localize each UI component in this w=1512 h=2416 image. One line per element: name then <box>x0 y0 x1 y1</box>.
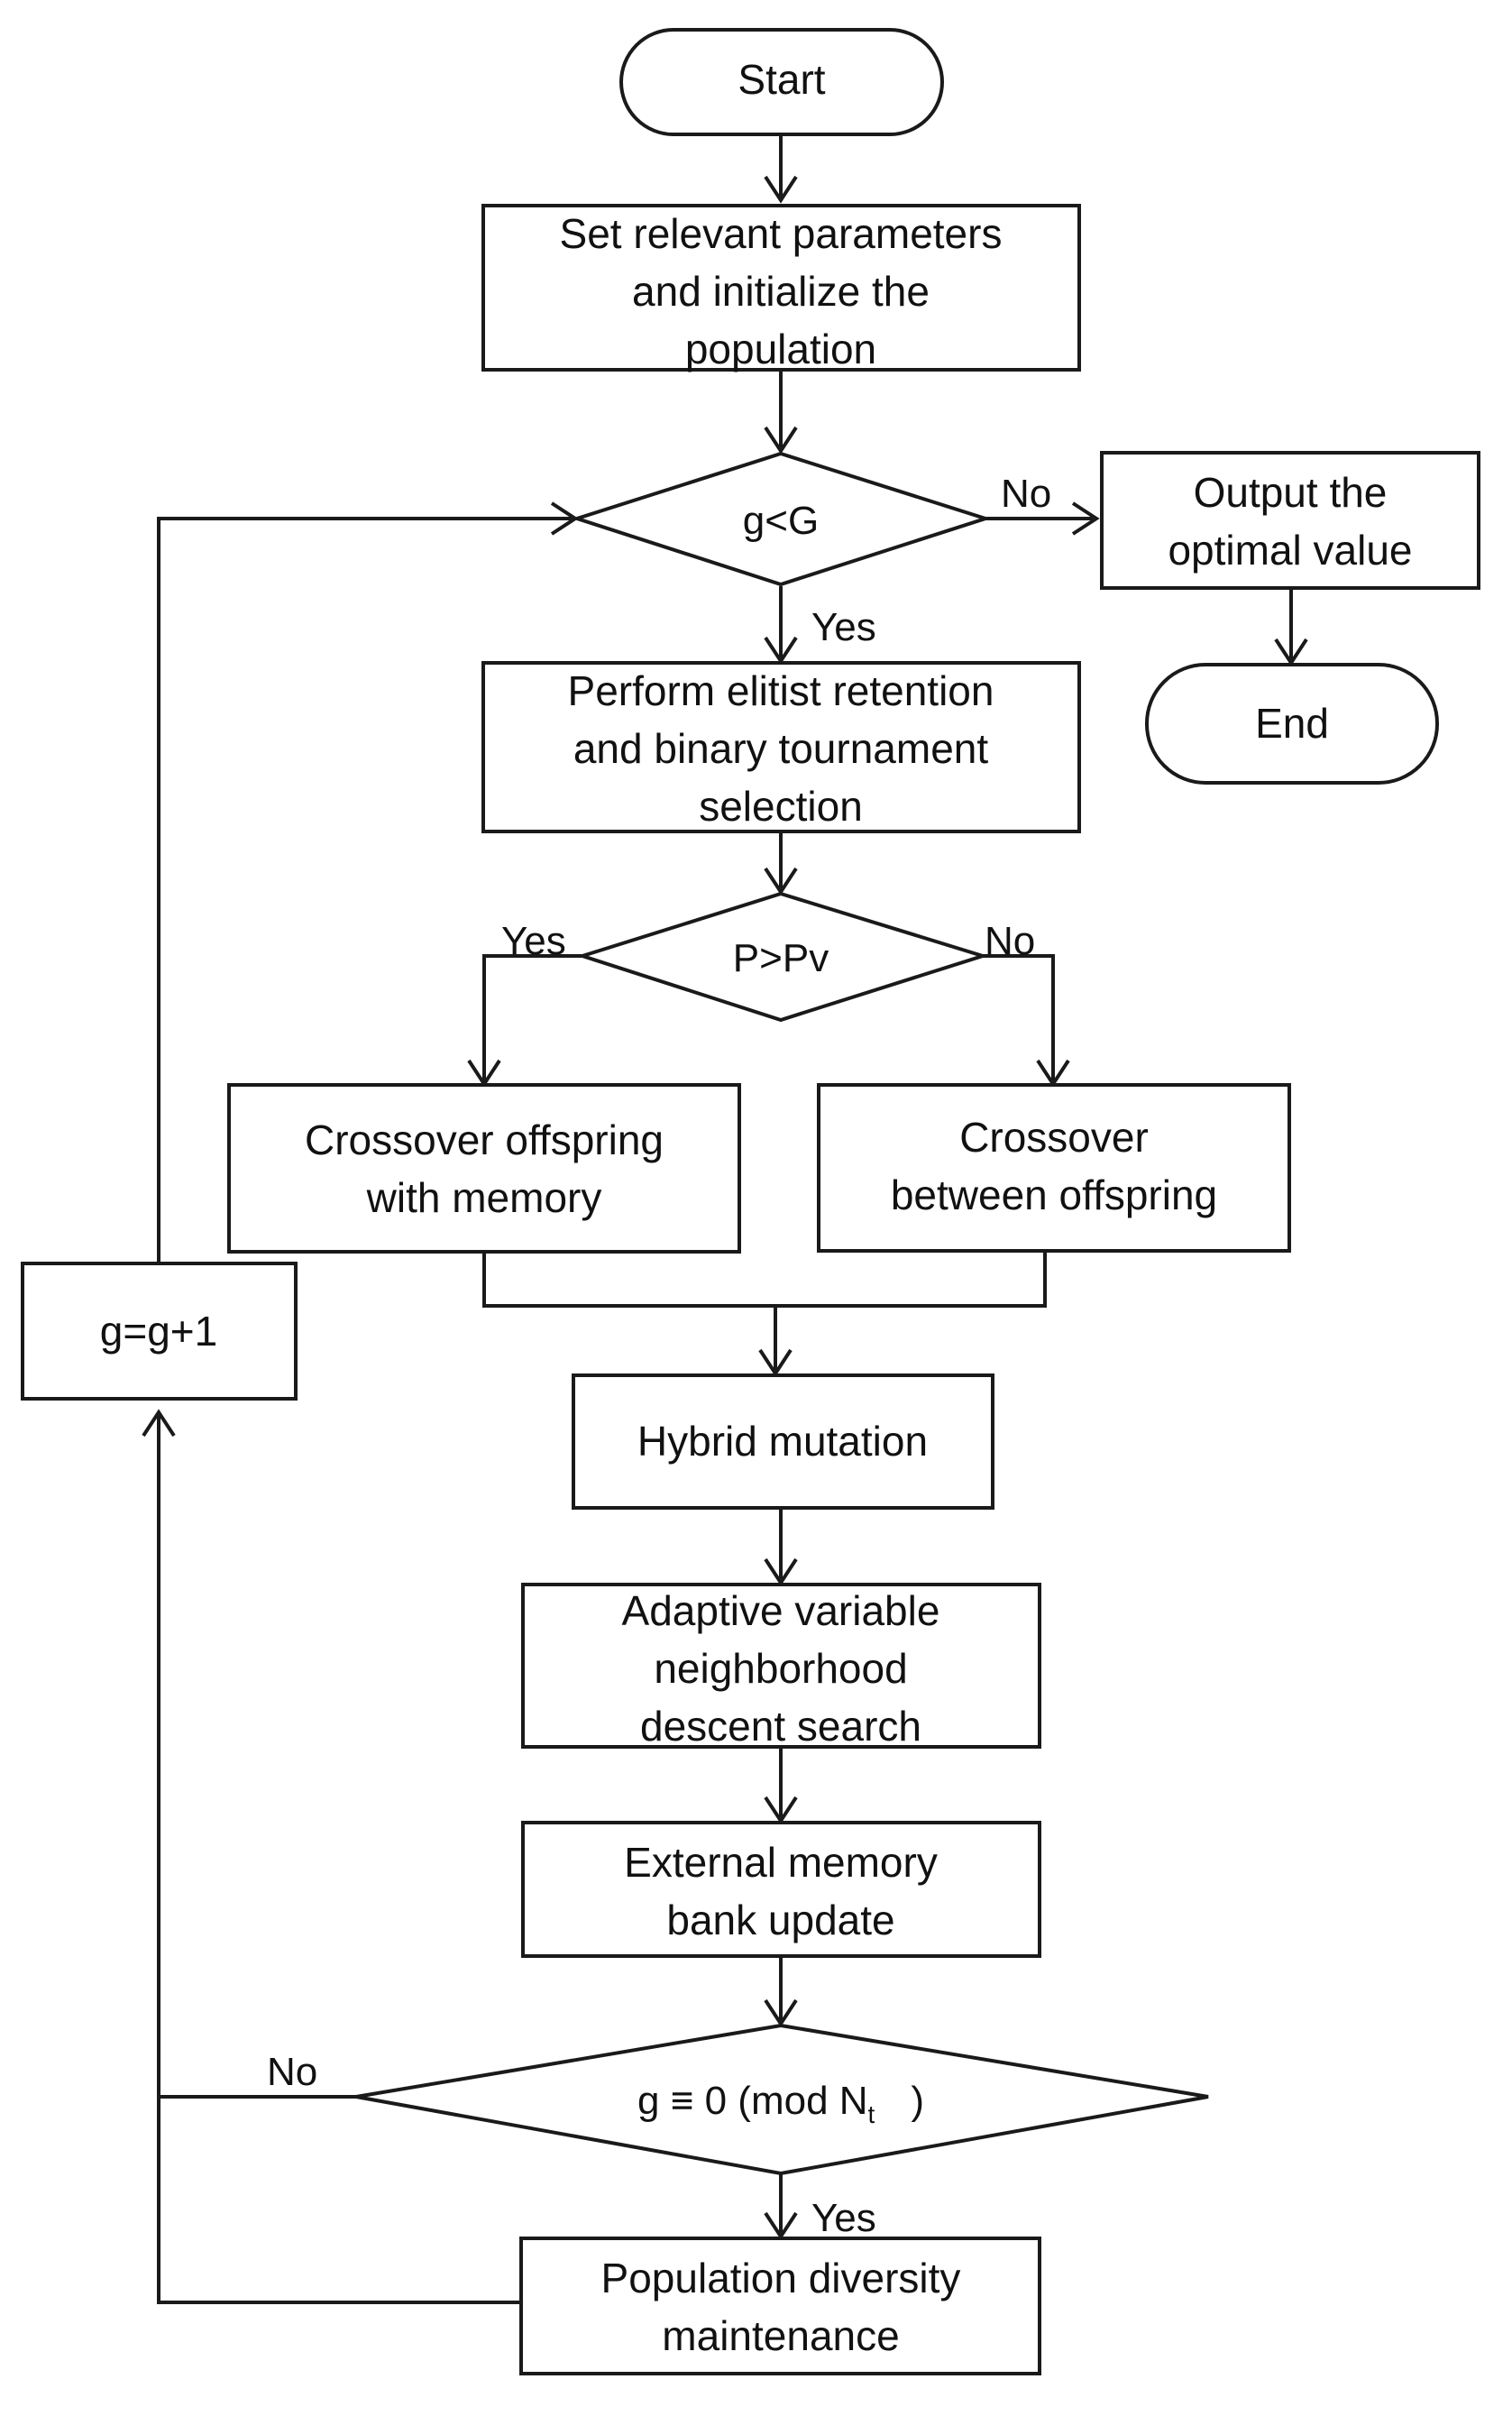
cond-g-label: g<G <box>743 499 819 543</box>
start-label: Start <box>738 56 825 103</box>
cond-mod-no-label: No <box>267 2050 317 2094</box>
edge-diversity-loop <box>157 1416 521 2304</box>
cond-g-diamond: g<G <box>571 451 992 587</box>
diversity-box: Population diversity maintenance <box>519 2237 1041 2375</box>
cross-mem-line-2: with memory <box>366 1174 602 1221</box>
init-line-3: population <box>685 326 876 372</box>
output-box: Output the optimal value <box>1100 451 1480 590</box>
memory-update-box: External memory bank update <box>521 1821 1041 1958</box>
crossover-memory-box: Crossover offspring with memory <box>227 1083 741 1254</box>
output-line-1: Output the <box>1194 469 1388 516</box>
cond-p-no-label: No <box>985 919 1035 963</box>
selection-line-3: selection <box>699 783 863 830</box>
avnd-box: Adaptive variable neighborhood descent s… <box>521 1583 1041 1750</box>
avnd-line-2: neighborhood <box>654 1645 907 1692</box>
cond-mod-label: g ≡ 0 (mod Nt) <box>637 2079 924 2128</box>
cond-p-diamond: P>Pv <box>576 891 989 1023</box>
cond-g-no-label: No <box>1001 472 1051 516</box>
cond-mod-suffix: ) <box>911 2079 924 2123</box>
output-line-2: optimal value <box>1168 527 1412 574</box>
cond-mod-subscript: t <box>868 2100 875 2128</box>
start-node: Start <box>619 28 944 136</box>
cond-mod-prefix: g ≡ 0 (mod N <box>637 2079 868 2123</box>
cond-mod-diamond: g ≡ 0 (mod Nt) <box>355 2023 1209 2176</box>
edge-crossover-merge <box>482 1252 1047 1308</box>
mutation-box: Hybrid mutation <box>572 1373 994 1510</box>
edge-labels: No Yes Yes No No Yes <box>267 472 1051 2240</box>
end-label: End <box>1255 700 1329 747</box>
end-node: End <box>1145 663 1439 785</box>
selection-box: Perform elitist retention and binary tou… <box>481 661 1081 833</box>
crossover-offspring-box: Crossover between offspring <box>817 1083 1291 1253</box>
arrowhead-init <box>764 175 798 204</box>
init-line-2: and initialize the <box>632 268 930 315</box>
edge-increment-cond-g <box>157 517 572 1263</box>
avnd-line-3: descent search <box>640 1703 921 1750</box>
cond-p-label: P>Pv <box>733 936 829 980</box>
diversity-line-2: maintenance <box>662 2312 899 2359</box>
cross-off-line-1: Crossover <box>959 1114 1149 1161</box>
increment-label: g=g+1 <box>100 1308 217 1355</box>
cross-off-line-2: between offspring <box>891 1171 1217 1218</box>
connectors <box>142 135 1308 2304</box>
init-line-1: Set relevant parameters <box>560 210 1003 257</box>
diversity-line-1: Population diversity <box>601 2255 961 2301</box>
selection-line-2: and binary tournament <box>573 725 989 772</box>
increment-box: g=g+1 <box>21 1262 298 1401</box>
selection-line-1: Perform elitist retention <box>568 667 994 714</box>
arrowhead-output <box>1071 501 1100 536</box>
init-box: Set relevant parameters and initialize t… <box>481 204 1081 372</box>
cond-p-yes-label: Yes <box>501 919 566 963</box>
arrowhead-increment <box>142 1409 176 1438</box>
edge-cond-p-yes <box>482 954 582 1080</box>
cond-g-yes-label: Yes <box>811 605 876 649</box>
mutation-label: Hybrid mutation <box>637 1418 928 1465</box>
edge-cond-p-no <box>983 954 1055 1080</box>
cross-mem-line-1: Crossover offspring <box>305 1116 664 1163</box>
memory-line-2: bank update <box>666 1897 894 1943</box>
memory-line-1: External memory <box>624 1839 938 1886</box>
avnd-line-1: Adaptive variable <box>622 1587 940 1634</box>
cond-mod-yes-label: Yes <box>811 2196 876 2240</box>
arrowhead-cond-g <box>764 426 798 455</box>
